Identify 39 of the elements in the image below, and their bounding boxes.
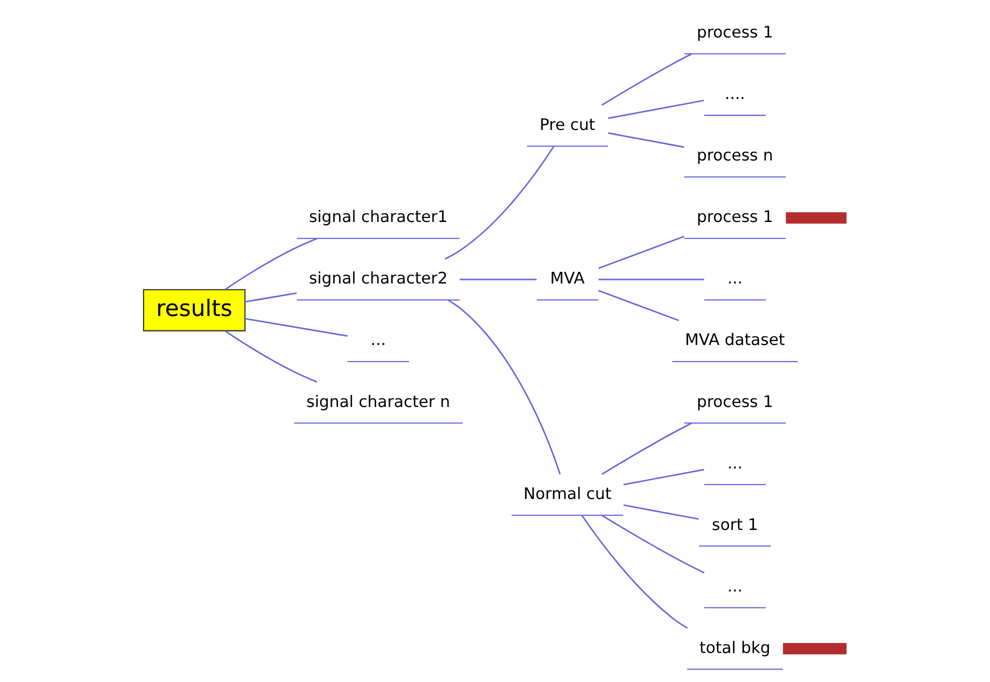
connector xyxy=(782,642,846,654)
node-text: process 1 xyxy=(696,207,773,226)
node-text: Normal cut xyxy=(523,484,611,504)
connector xyxy=(580,514,688,629)
node-text: signal character n xyxy=(306,392,450,411)
connector xyxy=(622,504,698,520)
node-text: ... xyxy=(726,453,742,472)
connector xyxy=(600,422,692,475)
connector xyxy=(444,146,554,260)
connector xyxy=(598,236,684,270)
node-text: ... xyxy=(726,576,742,596)
connector xyxy=(600,53,692,106)
node-text: total bkg xyxy=(698,638,770,657)
connector xyxy=(244,318,348,337)
connector xyxy=(622,468,704,486)
node-text: ... xyxy=(726,268,742,288)
connector xyxy=(598,290,678,322)
node-text: sort 1 xyxy=(711,514,758,534)
connector xyxy=(598,278,704,280)
node-text: signal character1 xyxy=(308,207,448,226)
node-text: process 1 xyxy=(696,392,773,411)
connector xyxy=(785,212,846,224)
connector xyxy=(244,292,296,303)
node-text: MVA xyxy=(550,268,584,288)
node-text: MVA dataset xyxy=(684,330,784,350)
connector xyxy=(608,100,704,119)
connector xyxy=(459,278,536,280)
node-text: signal character2 xyxy=(308,268,448,288)
node-text: process n xyxy=(696,146,773,165)
connector xyxy=(224,238,317,290)
node-text: .... xyxy=(724,84,745,104)
connector xyxy=(608,132,684,148)
node-text: ... xyxy=(370,330,386,350)
connector xyxy=(600,514,704,574)
connector xyxy=(447,300,560,475)
connector xyxy=(224,330,317,383)
node-text: Pre cut xyxy=(539,114,595,134)
node-text: process 1 xyxy=(696,22,773,42)
node-box: results xyxy=(142,289,246,332)
